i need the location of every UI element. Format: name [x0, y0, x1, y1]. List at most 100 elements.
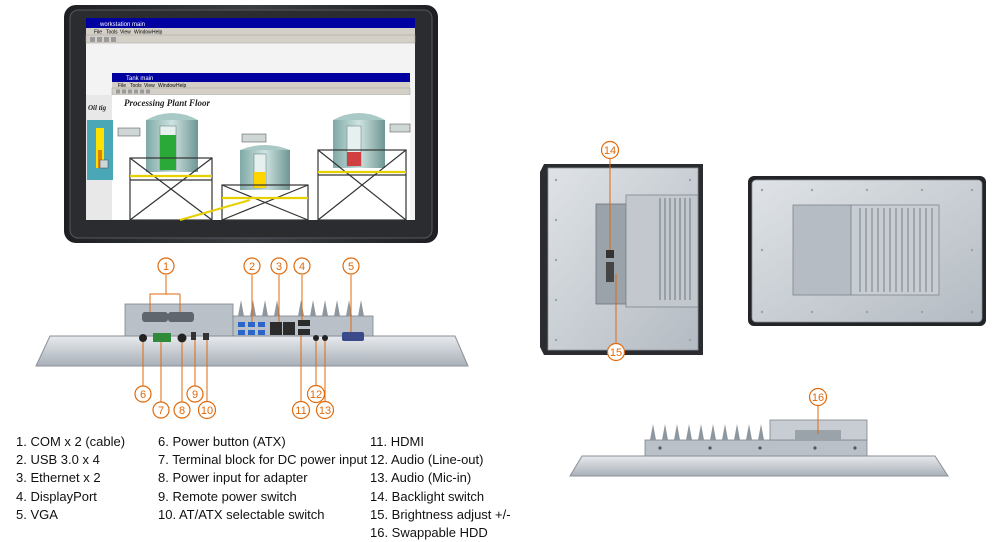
- legend-item-8: 8. Power input for adapter: [158, 470, 308, 486]
- side-view: [540, 158, 703, 355]
- callout-13: 13: [315, 400, 335, 420]
- callout-8: 8: [173, 401, 191, 419]
- legend-column-3: 11. HDMI 12. Audio (Line-out) 13. Audio …: [370, 433, 511, 542]
- legend-item-13: 13. Audio (Mic-in): [370, 470, 472, 486]
- top-chassis: [644, 439, 868, 457]
- callout-5: 5: [342, 257, 360, 275]
- power-button: [139, 334, 147, 342]
- callout-9: 9: [186, 385, 204, 403]
- legend-item-5: 5. VGA: [16, 506, 58, 522]
- outer-menu-help: Help: [152, 30, 163, 36]
- usb-ports: [238, 322, 265, 335]
- remote-power-switch: [191, 332, 196, 340]
- callout-15: 15: [606, 342, 626, 362]
- vga-port: [342, 332, 364, 341]
- hdd-tray: [795, 430, 841, 440]
- displayport: [298, 320, 310, 326]
- callout-15-label: 15: [610, 347, 622, 359]
- legend-item-12: 12. Audio (Line-out): [370, 452, 484, 468]
- outer-menu-file: File: [94, 30, 102, 36]
- legend-item-14: 14. Backlight switch: [370, 488, 485, 504]
- legend-item-11: 11. HDMI: [370, 434, 424, 449]
- outer-window-title: workstation main: [99, 22, 145, 28]
- legend-item-3: 3. Ethernet x 2: [16, 470, 101, 486]
- legend-item-4: 4. DisplayPort: [16, 488, 97, 504]
- callout-7: 7: [152, 401, 170, 419]
- callout-1: 1: [157, 257, 175, 275]
- callout-16-label: 16: [812, 392, 824, 404]
- bottom-io-view: [35, 275, 469, 402]
- com-port-1: [142, 312, 168, 322]
- inner-window-titlebar: [112, 73, 410, 82]
- inner-menu-help: Help: [176, 83, 187, 89]
- inner-menu-file: File: [118, 83, 126, 89]
- tank-1: [146, 113, 198, 172]
- at-atx-switch: [203, 333, 209, 340]
- callout-4-label: 4: [299, 261, 305, 273]
- callout-9-label: 9: [192, 389, 198, 401]
- callout-12: 12: [306, 384, 326, 404]
- top-panel-plate: [569, 455, 949, 477]
- callout-11-label: 11: [295, 405, 306, 417]
- callout-2-label: 2: [249, 261, 255, 273]
- legend-item-10: 10. AT/ATX selectable switch: [158, 506, 325, 522]
- inner-window-title: Tank main: [126, 76, 153, 82]
- legend-item-9: 9. Remote power switch: [158, 488, 297, 504]
- inner-menu-window: Window: [158, 83, 176, 89]
- legend-item-1: 1. COM x 2 (cable): [16, 434, 126, 449]
- callout-3-label: 3: [276, 261, 282, 273]
- outer-toolbar: [85, 34, 416, 44]
- legend-column-1: 1. COM x 2 (cable) 2. USB 3.0 x 4 3. Eth…: [16, 433, 125, 524]
- callout-1-label: 1: [163, 261, 169, 273]
- callout-5-label: 5: [348, 261, 354, 273]
- rear-cover-plate: [792, 204, 852, 296]
- outer-menu-window: Window: [134, 30, 152, 36]
- callout-14-label: 14: [604, 145, 616, 157]
- callout-10-label: 10: [201, 405, 213, 417]
- panel-title: Processing Plant Floor: [124, 98, 211, 108]
- callout-2: 2: [243, 257, 261, 275]
- callout-3: 3: [270, 257, 288, 275]
- backlight-switch: [606, 250, 614, 258]
- tank-2: [240, 145, 290, 190]
- callout-6: 6: [134, 385, 152, 403]
- callout-11: 11: [291, 400, 311, 420]
- callout-10: 10: [197, 400, 217, 420]
- inner-menu-view: View: [144, 83, 155, 89]
- brightness-buttons: [606, 262, 614, 282]
- dc-jack: [177, 333, 187, 343]
- callout-7-label: 7: [158, 405, 164, 417]
- callout-12-label: 12: [310, 389, 322, 401]
- callout-13-label: 13: [319, 405, 331, 417]
- inner-menu-tools: Tools: [130, 83, 142, 89]
- tank-3: [333, 113, 385, 168]
- top-view: [569, 405, 949, 477]
- outer-menu-tools: Tools: [106, 30, 118, 36]
- outer-window-titlebar: [86, 18, 415, 28]
- audio-mic-in: [322, 335, 328, 341]
- outer-menu-view: View: [120, 30, 131, 36]
- side-label: Oil tig: [88, 104, 107, 112]
- bottom-panel-plate: [35, 335, 469, 367]
- terminal-block: [153, 333, 171, 342]
- legend-item-2: 2. USB 3.0 x 4: [16, 452, 100, 468]
- side-heatsink-box: [625, 194, 699, 308]
- ethernet-port-2: [283, 322, 295, 335]
- legend-item-16: 16. Swappable HDD: [370, 525, 488, 541]
- hdmi-port: [298, 329, 310, 335]
- callout-6-label: 6: [140, 389, 146, 401]
- rear-view: [748, 176, 986, 326]
- callout-4: 4: [293, 257, 311, 275]
- callout-16: 16: [808, 387, 828, 407]
- callout-14: 14: [600, 140, 620, 160]
- com-port-2: [168, 312, 194, 322]
- legend-item-15: 15. Brightness adjust +/-: [370, 506, 511, 522]
- ethernet-port-1: [270, 322, 282, 335]
- legend-item-6: 6. Power button (ATX): [158, 434, 286, 449]
- legend-column-2: 6. Power button (ATX) 7. Terminal block …: [158, 433, 367, 524]
- audio-line-out: [313, 335, 319, 341]
- callout-8-label: 8: [179, 405, 185, 417]
- legend-item-7: 7. Terminal block for DC power input: [158, 452, 368, 468]
- front-panel-pc: workstation main File Tools View Window …: [64, 5, 438, 243]
